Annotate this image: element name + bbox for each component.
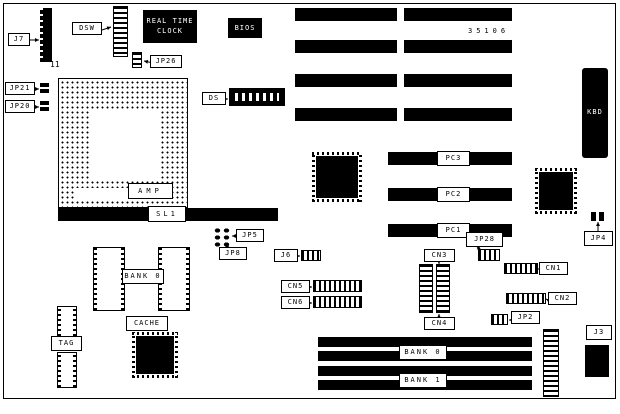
- cn5-header: [313, 280, 362, 292]
- cpu-socket-notch: [75, 188, 129, 201]
- jp8-label: JP8: [219, 247, 247, 260]
- pc1-label: PC1: [437, 223, 470, 238]
- isa-slot: [404, 40, 512, 53]
- leader-line: [101, 26, 112, 31]
- jp2-header: [491, 314, 508, 325]
- isa-slot: [295, 108, 397, 121]
- cn6-label: CN6: [281, 296, 310, 309]
- cn2-header: [506, 293, 546, 304]
- jp21-jumper: [40, 83, 49, 95]
- simm-slot: [318, 366, 532, 376]
- cn4-label: CN4: [424, 317, 455, 330]
- isa-slot: [295, 8, 397, 21]
- pin-11-text: 11: [50, 60, 60, 69]
- j3-component: [585, 345, 609, 377]
- cn3-header-right: [436, 264, 450, 313]
- jp21-label: JP21: [5, 82, 35, 95]
- j7-connector: [40, 8, 52, 62]
- cn6-header: [313, 296, 362, 308]
- cn3-label: CN3: [424, 249, 455, 262]
- simm-slot: [318, 337, 532, 347]
- jp20-label: JP20: [5, 100, 35, 113]
- j3-label: J3: [586, 325, 612, 340]
- jp5-label: JP5: [236, 229, 264, 242]
- jp28-header: [478, 249, 500, 261]
- sl1-label: SL1: [148, 206, 186, 222]
- isa-slot: [404, 74, 512, 87]
- cn5-label: CN5: [281, 280, 310, 293]
- bank0-simm-label: BANK 0: [399, 345, 447, 360]
- cpu-socket: AMP: [58, 78, 188, 208]
- jp4-jumper: [591, 212, 605, 221]
- jp26-label: JP26: [150, 55, 182, 68]
- pc3-label: PC3: [437, 151, 470, 166]
- leader-lines: [30, 26, 600, 322]
- jp5-jumper: [213, 227, 231, 247]
- isa-slot: [404, 108, 512, 121]
- jp4-label: JP4: [584, 231, 613, 246]
- j7-label: J7: [8, 33, 30, 46]
- isa-slot: [295, 40, 397, 53]
- bios-chip: BIOS: [228, 18, 262, 38]
- jp2-label: JP2: [511, 311, 540, 324]
- isa-slot: [295, 74, 397, 87]
- isa-slot: [404, 8, 512, 21]
- bank0-mem-label: BANK 0: [122, 269, 164, 284]
- chipset-chip-2: [535, 168, 577, 214]
- motherboard-outline: J7 11 DSW REAL TIME CLOCK BIOS JP26 JP21…: [3, 3, 616, 399]
- chipset-chip-1: [312, 152, 362, 202]
- jp28-label: JP28: [466, 232, 503, 247]
- bank1-simm-label: BANK 1: [399, 373, 447, 388]
- cn2-label: CN2: [548, 292, 577, 305]
- j6-label: J6: [274, 249, 298, 262]
- dip-switch: [113, 6, 128, 57]
- ds-label: DS: [202, 92, 226, 105]
- cache-label: CACHE: [126, 316, 168, 331]
- tag-chip-lower: [57, 352, 77, 388]
- pc2-label: PC2: [437, 187, 470, 202]
- board-code-text: 35106: [468, 27, 510, 35]
- cpu-socket-center: [89, 109, 159, 179]
- cn1-label: CN1: [539, 262, 568, 275]
- jp26-jumper: [132, 52, 142, 68]
- tag-label: TAG: [51, 336, 82, 351]
- jp20-jumper: [40, 101, 49, 113]
- cn3-header-left: [419, 264, 433, 313]
- leader-line: [545, 298, 551, 303]
- ds-component: [229, 88, 285, 106]
- amp-label: AMP: [128, 183, 173, 199]
- cache-chip: [132, 332, 178, 378]
- dsw-label: DSW: [72, 22, 102, 35]
- bank0-chip-right: [158, 247, 190, 311]
- real-time-clock-chip: REAL TIME CLOCK: [143, 10, 197, 43]
- leader-line: [476, 246, 482, 251]
- edge-connector: [543, 329, 559, 397]
- keyboard-connector: KBD: [582, 68, 608, 158]
- j6-header: [301, 250, 321, 261]
- cn1-header: [504, 263, 538, 274]
